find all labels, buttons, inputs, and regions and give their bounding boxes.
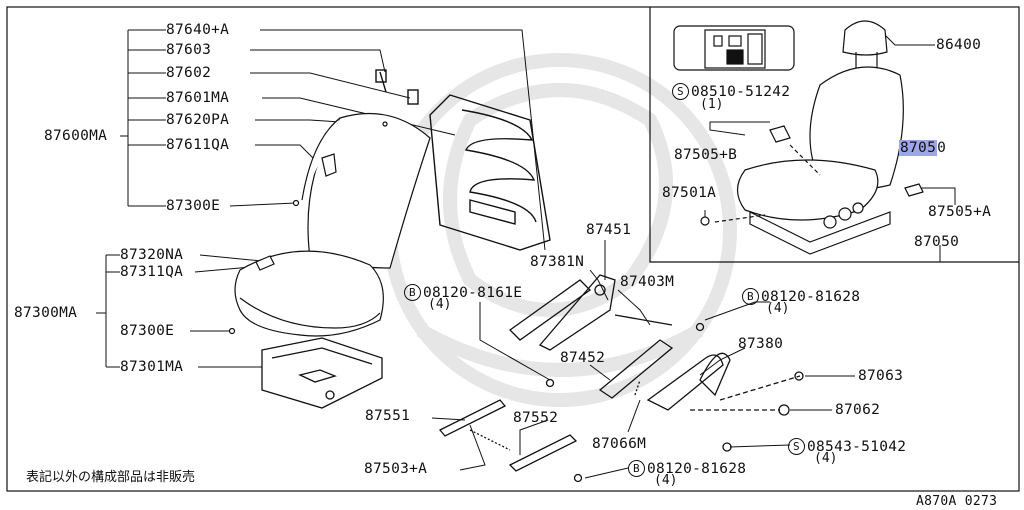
label-87505B: 87505+B — [674, 147, 738, 163]
label-87551: 87551 — [365, 408, 411, 424]
label-87602: 87602 — [166, 65, 212, 81]
screw-s2-code: 08543-51042 — [807, 439, 907, 455]
bolt-b3-qty: (4) — [654, 473, 678, 488]
label-87505A: 87505+A — [928, 204, 992, 220]
label-87380: 87380 — [738, 336, 784, 352]
label-87050-highlighted[interactable]: 87050 — [899, 140, 946, 156]
screw-s1-qty: (1) — [700, 97, 724, 112]
label-87601MA: 87601MA — [166, 90, 230, 106]
screw-s2-symbol: S — [788, 438, 805, 455]
leader-lines — [96, 29, 956, 479]
label-87300MA: 87300MA — [14, 305, 78, 321]
diagram-id: A870A 0273 — [916, 494, 998, 509]
seatback-frame-illustration — [375, 69, 551, 251]
highlight-87050[interactable]: 8705 — [899, 140, 938, 156]
label-87050-assembly: 87050 — [914, 234, 960, 250]
highlight-87050-tail: 0 — [937, 140, 947, 156]
screw-s1-symbol: S — [672, 83, 689, 100]
label-87552: 87552 — [513, 410, 559, 426]
main-frame — [6, 6, 1020, 492]
seat-assembly-illustration — [700, 20, 924, 255]
label-87452: 87452 — [560, 350, 606, 366]
screw-s1-code: 08510-51242 — [691, 84, 791, 100]
label-87301MA: 87301MA — [120, 359, 184, 375]
label-87640A: 87640+A — [166, 22, 230, 38]
watermark-emblem — [383, 53, 737, 407]
label-87600MA: 87600MA — [44, 128, 108, 144]
bolt-b2-code: 08120-81628 — [761, 289, 861, 305]
seat-cushion-illustration — [228, 250, 384, 337]
label-86400: 86400 — [936, 37, 982, 53]
note-not-for-sale: 表記以外の構成部品は非販売 — [26, 470, 196, 485]
label-87503A: 87503+A — [364, 461, 428, 477]
bolt-b3-symbol: B — [628, 460, 645, 477]
label-87320NA: 87320NA — [120, 247, 184, 263]
inset-switch-illustration — [673, 25, 795, 71]
label-87063: 87063 — [858, 368, 904, 384]
bolt-b2-qty: (4) — [766, 301, 790, 316]
seat-pan-illustration — [261, 337, 383, 409]
bolt-b2-symbol: B — [742, 288, 759, 305]
label-87300E-top: 87300E — [166, 198, 221, 214]
label-87451: 87451 — [586, 222, 632, 238]
label-87603: 87603 — [166, 42, 212, 58]
screw-s2-qty: (4) — [814, 451, 838, 466]
label-87501A: 87501A — [662, 185, 717, 201]
label-87062: 87062 — [835, 402, 881, 418]
bolt-b1-code: 08120-8161E — [423, 285, 523, 301]
label-87300E-low: 87300E — [120, 323, 175, 339]
bolt-b1-symbol: B — [404, 284, 421, 301]
label-87611QA: 87611QA — [166, 137, 230, 153]
bolt-b3-code: 08120-81628 — [647, 461, 747, 477]
inset-frame — [649, 7, 1019, 263]
recliner-rail-illustration — [438, 274, 804, 483]
seatback-cover-illustration — [292, 112, 431, 269]
label-87066M: 87066M — [592, 436, 647, 452]
label-87403M: 87403M — [620, 274, 675, 290]
label-87620PA: 87620PA — [166, 112, 230, 128]
label-87311QA: 87311QA — [120, 264, 184, 280]
bolt-b1-qty: (4) — [428, 297, 452, 312]
label-87381N: 87381N — [530, 254, 585, 270]
